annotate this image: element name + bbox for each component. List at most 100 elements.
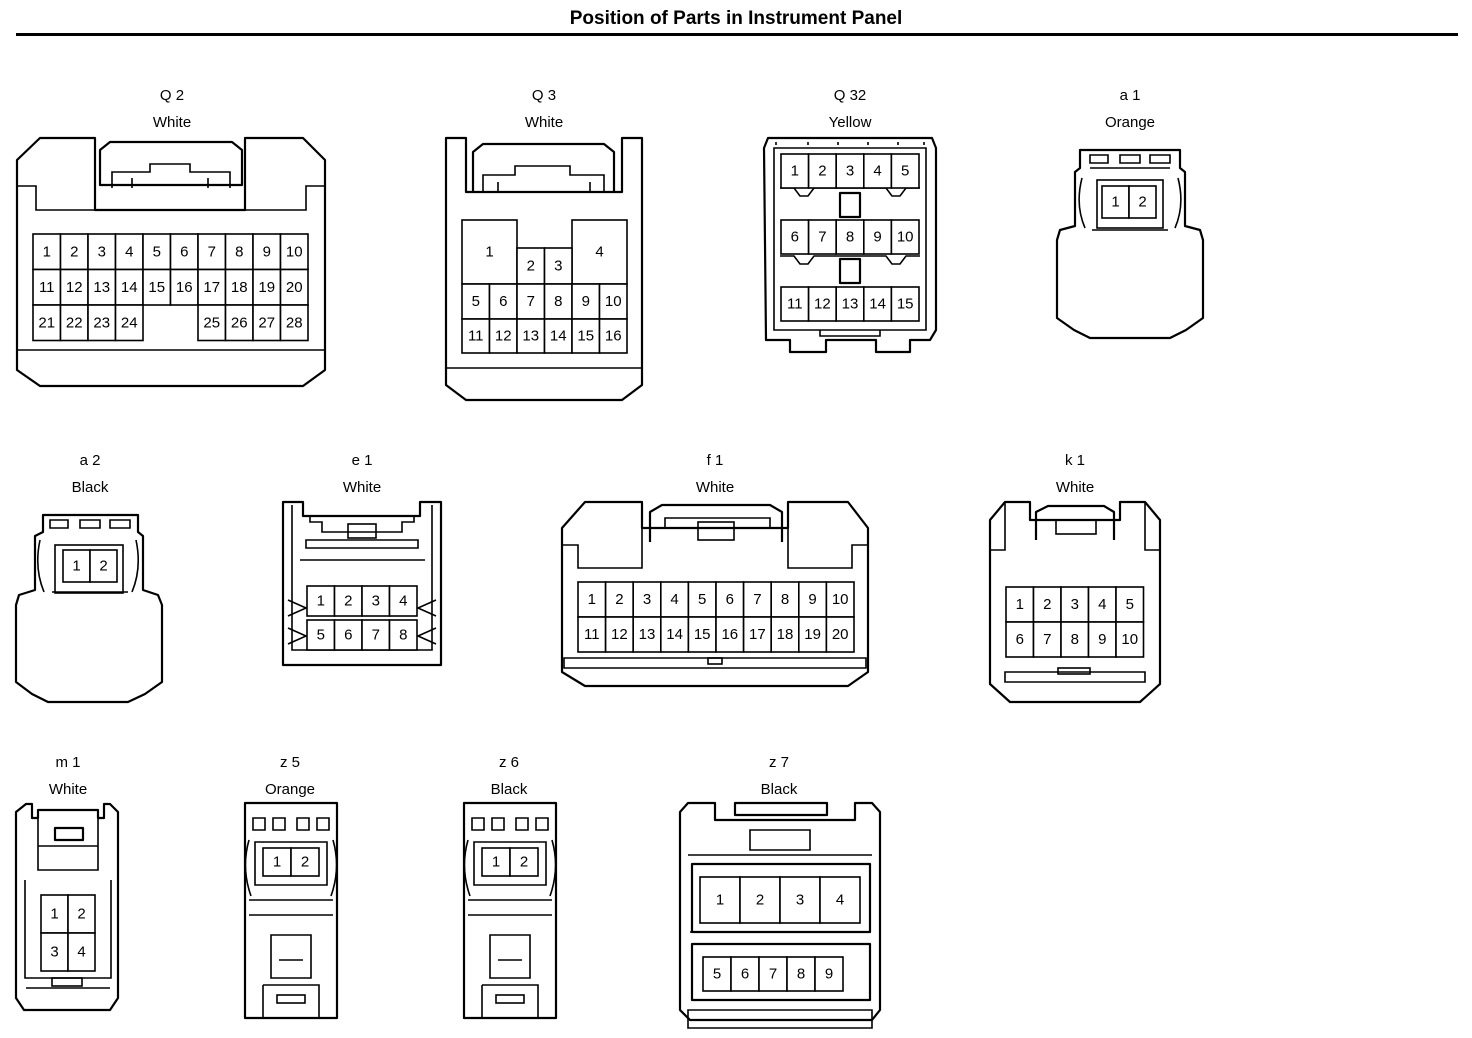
pin-number: 1 — [72, 558, 80, 575]
pin-cell — [40, 932, 69, 972]
pin-number: 2 — [527, 258, 535, 275]
pin-number: 8 — [846, 229, 854, 246]
pin-number: 10 — [605, 293, 622, 310]
pin-cell — [825, 616, 855, 653]
pin-number: 4 — [873, 163, 881, 180]
pin-cell — [1032, 586, 1062, 623]
pin-number: 1 — [492, 854, 500, 871]
pin-number: 8 — [781, 591, 789, 608]
housing-outline — [648, 503, 784, 542]
pin-cell — [797, 581, 828, 618]
connector-id-a2: a 2 — [79, 452, 101, 469]
connector-id-f1: f 1 — [706, 452, 724, 469]
housing-outline — [733, 801, 829, 817]
housing-outline — [305, 539, 419, 549]
housing-outline — [281, 500, 443, 667]
pin-number: 3 — [98, 243, 106, 260]
pin-cell — [604, 616, 634, 653]
page-title: Position of Parts in Instrument Panel — [569, 8, 903, 29]
pin-cell — [1101, 185, 1130, 219]
pin-cell — [814, 956, 844, 992]
pin-number: 12 — [814, 296, 831, 313]
pin-cell — [825, 581, 855, 618]
pin-cell — [1128, 185, 1157, 219]
pin-number: 10 — [286, 243, 303, 260]
housing-outline — [819, 330, 881, 337]
pin-number: 10 — [832, 591, 849, 608]
pin-cell — [1005, 621, 1035, 658]
pin-number: 7 — [372, 627, 380, 644]
pin-number: 1 — [1111, 194, 1119, 211]
pin-number: 21 — [38, 314, 55, 331]
pin-number: 15 — [694, 626, 711, 643]
housing-part — [1057, 667, 1091, 675]
pin-number: 11 — [39, 279, 55, 296]
housing-outline — [14, 802, 120, 1012]
housing-outline — [990, 502, 1160, 551]
pin-number: 3 — [50, 944, 58, 961]
pin-number: 10 — [897, 229, 914, 246]
pin-number: 8 — [554, 293, 562, 310]
connector-id-q2: Q 2 — [159, 87, 185, 104]
pin-number: 1 — [716, 892, 724, 909]
pin-number: 9 — [1098, 631, 1106, 648]
pin-cell — [742, 616, 772, 653]
pin-cell — [1115, 621, 1145, 658]
pin-cell — [571, 318, 601, 354]
pin-number: 4 — [836, 892, 844, 909]
pin-cell — [290, 847, 320, 877]
connector-color-q2: White — [152, 114, 192, 131]
pin-cell — [730, 956, 760, 992]
housing-outline — [111, 163, 231, 188]
housing-outline — [775, 142, 925, 145]
pin-cell — [333, 585, 363, 617]
connector-color-e1: White — [342, 479, 382, 496]
pin-number: 28 — [286, 314, 303, 331]
pin-number: 14 — [121, 279, 138, 296]
pin-number: 19 — [258, 279, 275, 296]
pin-cell — [142, 233, 172, 271]
pin-number: 17 — [749, 626, 766, 643]
housing-outline — [497, 182, 591, 192]
connector-color-q3: White — [524, 114, 564, 131]
housing-outline — [489, 934, 531, 979]
pin-cell — [659, 616, 690, 653]
housing-outline — [287, 627, 437, 645]
pin-number: 2 — [756, 892, 764, 909]
housing-outline — [1055, 148, 1205, 340]
pin-number: 6 — [499, 293, 507, 310]
pin-number: 13 — [639, 626, 656, 643]
housing-outline — [481, 984, 539, 1018]
pin-number: 3 — [1071, 596, 1079, 613]
pin-number: 25 — [203, 314, 220, 331]
housing-outline — [562, 528, 868, 569]
pin-cell — [509, 847, 539, 877]
housing-part — [347, 523, 377, 539]
housing-outline — [249, 899, 333, 916]
pin-number: 8 — [797, 966, 805, 983]
pin-cell — [1115, 586, 1145, 623]
housing-outline — [482, 165, 605, 192]
pin-number: 11 — [584, 626, 600, 643]
pin-cell — [1060, 621, 1090, 658]
housing-outline — [563, 657, 867, 669]
connector-id-q32: Q 32 — [833, 87, 867, 104]
housing-outline — [762, 136, 938, 354]
housing-outline — [988, 500, 1162, 704]
pin-number: 9 — [873, 229, 881, 246]
housing-part — [1055, 519, 1097, 535]
pin-cell — [224, 304, 254, 342]
housing-outline — [687, 1009, 873, 1029]
pin-cell — [142, 268, 172, 306]
housing-outline — [262, 984, 320, 1018]
pin-cell — [388, 619, 418, 651]
housing-outline — [245, 185, 325, 211]
connector-id-e1: e 1 — [351, 452, 373, 469]
